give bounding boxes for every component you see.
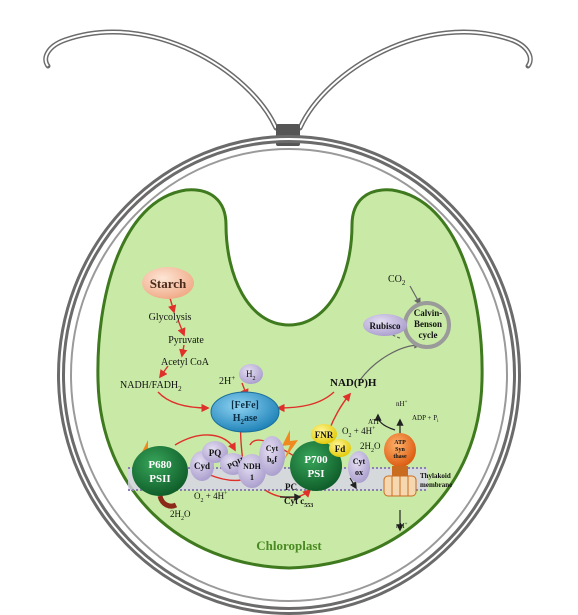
nadph-label: NAD(P)H <box>330 377 377 389</box>
thylakoid-label-line2: membrane <box>420 481 452 489</box>
acetyl-coa-label: Acetyl CoA <box>161 357 210 368</box>
cyd-label: Cyd <box>194 461 210 471</box>
cyt-b6f-node <box>259 436 285 476</box>
nadh-fadh2-label: NADH/FADH2 <box>120 380 182 393</box>
o2-4h-top-label: O2 + 4H+ <box>342 426 376 439</box>
ndh1-node <box>238 454 266 488</box>
psii-complex <box>132 446 188 496</box>
right-flagellum <box>297 29 533 131</box>
h2-node <box>239 364 263 384</box>
fnr-label: FNR <box>315 430 334 440</box>
calvin-label-line2: Benson <box>414 319 442 329</box>
o2-4h-bottom-label: O2 + 4H+ <box>194 491 228 504</box>
atp-synthase-label-line1: ATP <box>394 440 406 446</box>
p680-label: P680 <box>148 459 172 471</box>
p700-label: P700 <box>304 454 328 466</box>
cyt-c553-label: Cyt c553 <box>284 496 313 509</box>
psi-label: PSI <box>307 468 324 480</box>
calvin-label-line3: cycle <box>419 330 438 340</box>
chloroplast-label: Chloroplast <box>256 538 322 553</box>
cyt-b6f-label-line1: Cyt <box>266 444 279 453</box>
fd-label: Fd <box>335 444 346 454</box>
atp-synthase-label-line3: thase <box>393 454 407 460</box>
pq-node <box>202 441 228 463</box>
calvin-label-line1: Calvin- <box>414 308 443 318</box>
co2-label: CO2 <box>388 274 406 287</box>
ndh1-label-line2: 1 <box>250 473 254 482</box>
cyt-b6f-label-line2: b6f <box>267 455 277 466</box>
left-flagellum <box>43 29 279 131</box>
thylakoid-label-line1: Thylakoid <box>420 472 451 480</box>
ndh1-label-line1: NDH <box>243 462 262 471</box>
h2-label: H2 <box>246 369 256 382</box>
atp-label: ATP <box>368 418 381 426</box>
adp-pi-label: ADP + Pi <box>412 414 439 424</box>
nh-bottom-label: nH+ <box>396 522 408 530</box>
fefe-hydrogenase-node <box>210 391 280 433</box>
cyt-ox-node <box>348 451 370 483</box>
rubisco-label: Rubisco <box>369 321 401 331</box>
nh-top-label: nH+ <box>396 400 408 408</box>
atp-synthase-label-line2: Syn <box>395 447 405 453</box>
pc-label: PC <box>285 482 297 492</box>
cyt-ox-label-line2: ox <box>355 468 363 477</box>
psii-label: PSII <box>149 473 170 485</box>
glycolysis-label: Glycolysis <box>149 312 192 323</box>
starch-node <box>142 267 194 299</box>
cyt-ox-label-line1: Cyt <box>353 457 366 466</box>
two-h-plus-label: 2H+ <box>219 374 235 387</box>
flagella <box>43 29 533 131</box>
fd-node <box>329 439 351 457</box>
fefe-label-line1: [FeFe] <box>231 400 259 411</box>
pyruvate-label: Pyruvate <box>168 335 204 346</box>
starch-label: Starch <box>150 276 187 291</box>
fefe-label-line2: H2ase <box>233 413 258 426</box>
atp-synthase <box>383 433 417 497</box>
fnr-node <box>311 424 337 444</box>
two-h2o-right-label: 2H2O <box>360 441 381 454</box>
lightning-icon-psi <box>282 430 298 460</box>
pq-label: PQ <box>209 448 222 458</box>
two-h2o-bottom-label: 2H2O <box>170 509 191 522</box>
rubisco-node <box>363 314 407 336</box>
psi-complex <box>290 441 342 491</box>
